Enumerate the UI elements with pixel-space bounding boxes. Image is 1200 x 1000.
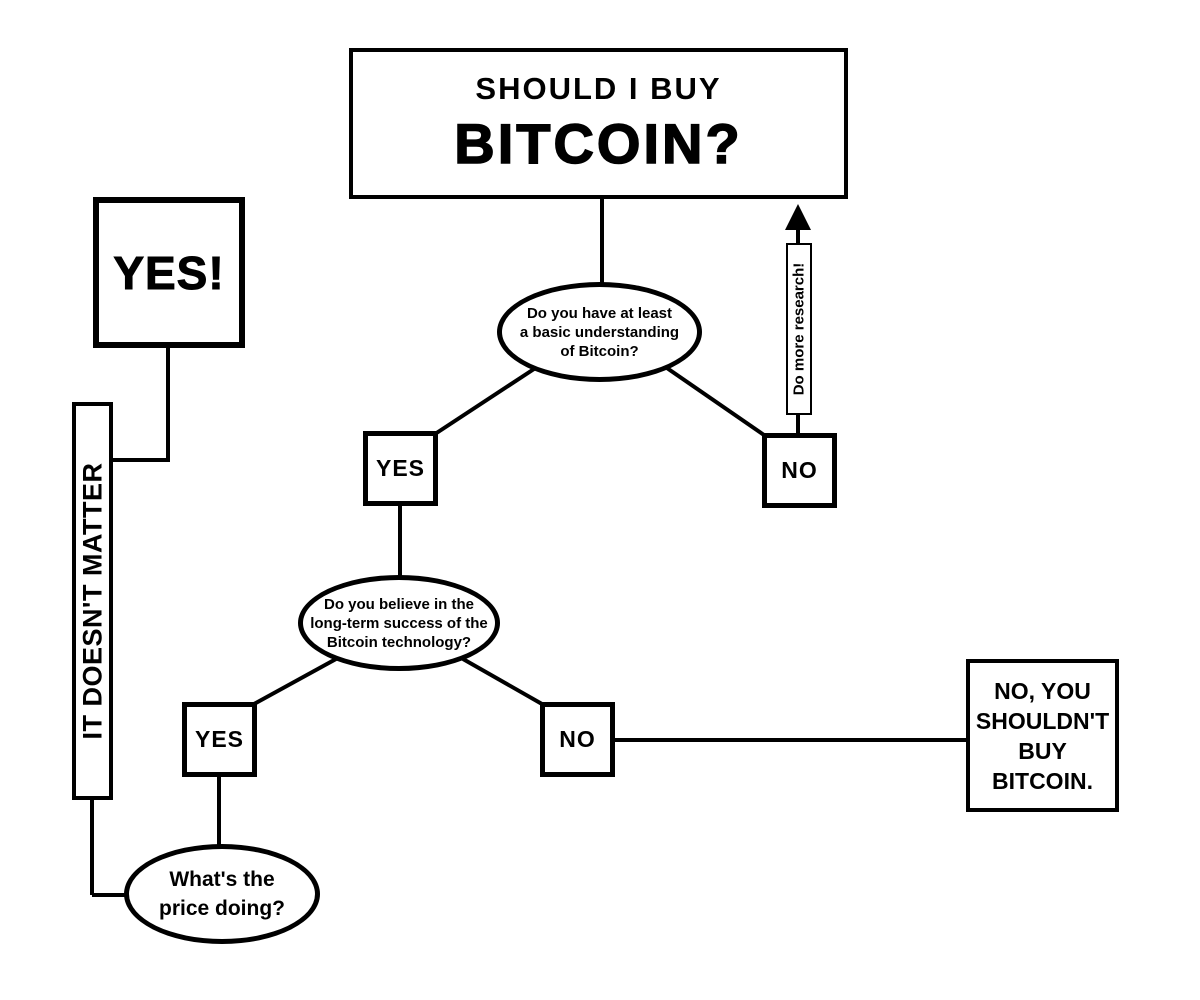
question-long-term: Do you believe in the long-term success …	[298, 575, 500, 671]
answer-no-1-label: NO	[781, 457, 818, 483]
question-price: What's the price doing?	[124, 844, 320, 944]
result-dont-buy-line: BUY	[1018, 737, 1067, 764]
result-dont-buy-box: NO, YOU SHOULDN'T BUY BITCOIN.	[966, 659, 1119, 812]
result-dont-buy-line: BITCOIN.	[992, 767, 1093, 794]
question-line: Do you have at least	[526, 304, 673, 322]
connector-q2-to-yes2	[253, 657, 337, 706]
result-doesnt-matter-box: IT DOESN'T MATTER	[72, 402, 113, 800]
answer-yes-2-label: YES	[194, 726, 245, 752]
question-line: a basic understanding	[519, 323, 680, 341]
question-line: long-term success of the	[310, 614, 488, 632]
do-more-research-box: Do more research!	[786, 243, 812, 415]
result-dont-buy-line: SHOULDN'T	[975, 707, 1110, 734]
connector-q2-to-no2	[462, 657, 543, 706]
answer-no-2: NO	[540, 702, 615, 777]
question-understanding: Do you have at least a basic understandi…	[497, 282, 702, 382]
title-box: SHOULD I BUY BITCOIN?	[349, 48, 848, 199]
question-line: price doing?	[159, 897, 285, 920]
result-doesnt-matter-label: IT DOESN'T MATTER	[77, 462, 107, 740]
answer-yes-2: YES	[182, 702, 257, 777]
answer-yes-1: YES	[363, 431, 438, 506]
arrow-up-icon	[785, 204, 811, 230]
result-yes-label: YES!	[113, 246, 225, 299]
do-more-research-label: Do more research!	[790, 262, 808, 396]
title-line2: BITCOIN?	[454, 111, 743, 176]
question-line: of Bitcoin?	[560, 342, 639, 360]
question-line: What's the	[169, 868, 275, 891]
answer-yes-1-label: YES	[375, 455, 426, 481]
result-dont-buy-line: NO, YOU	[994, 677, 1091, 704]
connector-q1-to-no1	[662, 364, 766, 437]
title-line1: SHOULD I BUY	[475, 71, 722, 106]
answer-no-1: NO	[762, 433, 837, 508]
connector-q1-to-yes1	[433, 367, 536, 436]
result-yes-box: YES!	[93, 197, 245, 348]
question-line: Bitcoin technology?	[326, 633, 472, 651]
answer-no-2-label: NO	[559, 726, 596, 752]
question-line: Do you believe in the	[323, 595, 475, 613]
